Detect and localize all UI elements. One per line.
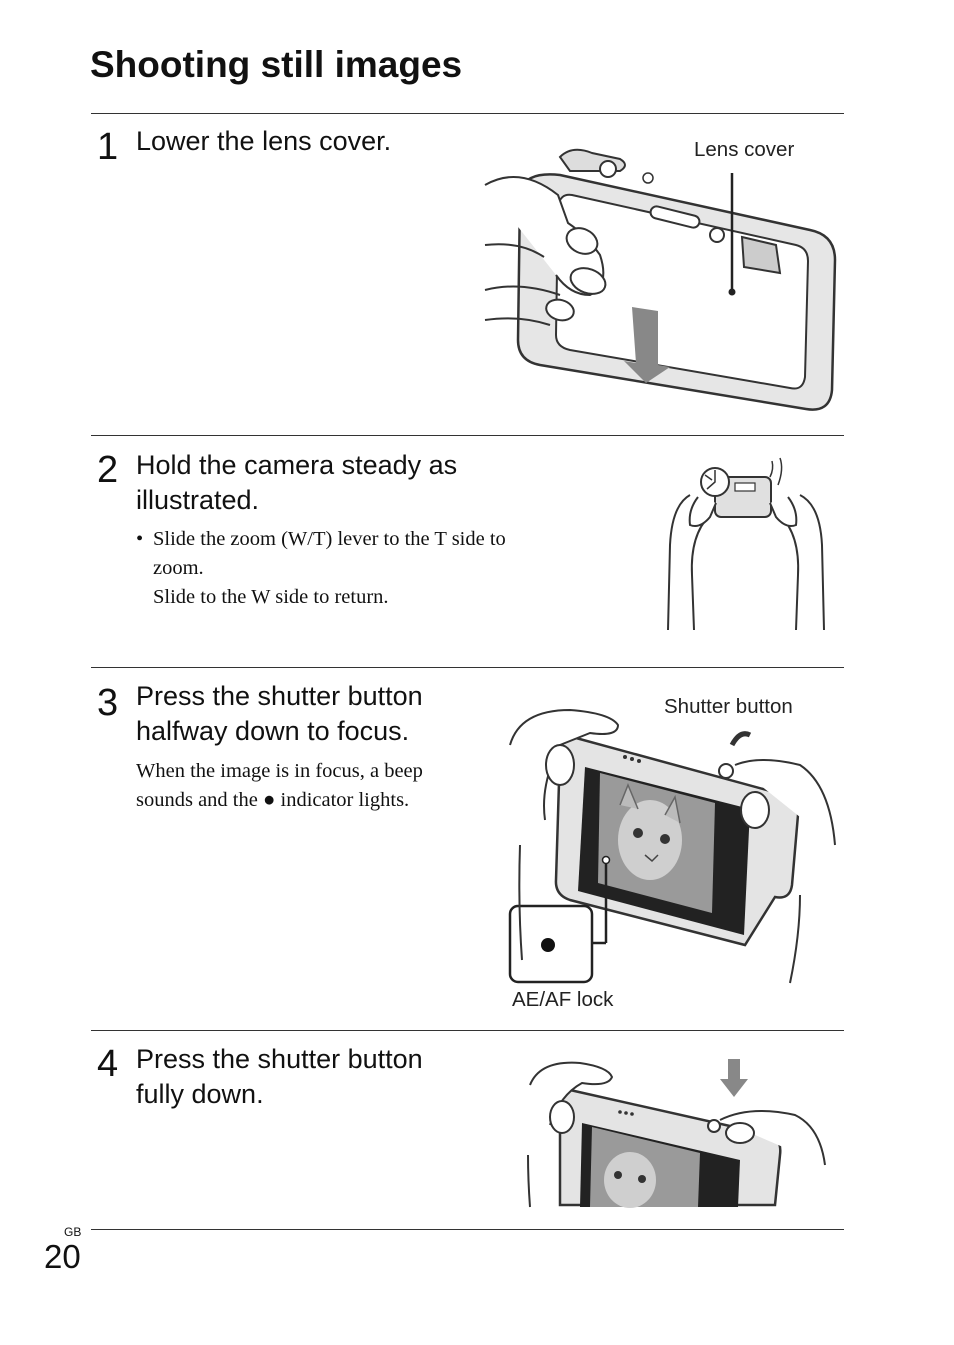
ae-af-lock-callout: AE/AF lock — [512, 988, 614, 1011]
step-1-heading: Lower the lens cover. — [136, 126, 392, 156]
section-divider — [91, 1030, 844, 1031]
step-4-heading-line: Press the shutter button — [136, 1044, 423, 1074]
step-2-bullet-item: • Slide the zoom (W/T) lever to the T si… — [136, 525, 586, 612]
shutter-button-callout: Shutter button — [664, 695, 793, 718]
full-press-shutter-illustration — [527, 1059, 826, 1208]
section-divider — [91, 435, 844, 436]
step-3-heading-line: halfway down to focus. — [136, 716, 410, 746]
ae-af-lock-symbol: ● — [262, 789, 276, 811]
section-divider — [91, 113, 844, 114]
lens-cover-callout: Lens cover — [694, 138, 795, 161]
page-title: Shooting still images — [90, 44, 463, 85]
step-3-body: When the image is in focus, a beep sound… — [136, 757, 476, 815]
step-3-body-line: When the image is in focus, a beep — [136, 760, 423, 782]
section-divider — [91, 667, 844, 668]
footer-divider — [91, 1229, 844, 1230]
step-4-heading-line: fully down. — [136, 1079, 264, 1109]
step-3-heading: Press the shutter button halfway down to… — [136, 679, 423, 749]
step-2-heading: Hold the camera steady as illustrated. — [136, 448, 457, 518]
step-3-number: 3 — [97, 682, 119, 724]
step-2-number: 2 — [97, 449, 119, 491]
step-2-heading-line: illustrated. — [136, 485, 260, 515]
hands-holding-camera-illustration — [667, 457, 825, 631]
step-2-body-line: Slide to the W side to return. — [153, 586, 389, 608]
step-1-number: 1 — [97, 126, 119, 168]
camera-lens-cover-illustration — [484, 148, 837, 411]
step-4-number: 4 — [97, 1043, 119, 1085]
step-2-body: • Slide the zoom (W/T) lever to the T si… — [136, 525, 586, 612]
step-3-body-text: indicator lights. — [280, 789, 410, 811]
step-2-body-line: Slide the zoom (W/T) lever to the T side… — [153, 528, 506, 550]
bullet-marker: • — [136, 528, 144, 550]
step-3-body-text: sounds and the — [136, 789, 258, 811]
step-4-heading: Press the shutter button fully down. — [136, 1042, 423, 1112]
step-3-body-line: sounds and the ● indicator lights. — [136, 786, 476, 815]
page-number: 20 — [44, 1238, 81, 1275]
step-2-heading-line: Hold the camera steady as — [136, 450, 458, 480]
language-tag: GB — [64, 1225, 82, 1239]
step-3-heading-line: Press the shutter button — [136, 681, 423, 711]
step-2-body-line: zoom. — [153, 557, 204, 579]
half-press-shutter-illustration — [508, 708, 836, 984]
